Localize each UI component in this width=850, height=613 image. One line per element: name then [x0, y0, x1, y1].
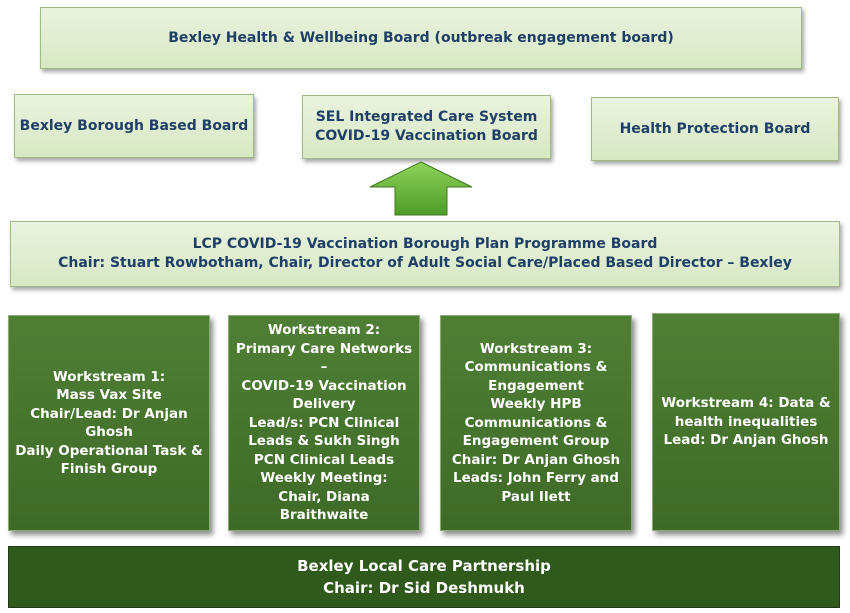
borough-based-board: Bexley Borough Based Board	[14, 94, 254, 158]
programme-board: LCP COVID-19 Vaccination Borough Plan Pr…	[10, 221, 840, 287]
workstream-line: COVID-19 Vaccination	[241, 377, 407, 394]
workstream-line: Lead: Dr Anjan Ghosh	[663, 432, 829, 449]
health-protection-board-title: Health Protection Board	[619, 120, 811, 137]
workstream-line: Communications &	[464, 414, 608, 431]
workstream-line: Daily Operational Task &	[15, 442, 203, 459]
workstream-line: Leads & Sukh Singh	[248, 433, 400, 450]
workstream-line: Engagement	[488, 377, 584, 394]
workstream-line: Delivery	[292, 396, 356, 413]
health-wellbeing-board-title: Bexley Health & Wellbeing Board (outbrea…	[168, 29, 674, 46]
workstream-line: Leads: John Ferry and	[453, 470, 619, 487]
local-care-partnership: Bexley Local Care Partnership Chair: Dr …	[8, 546, 840, 608]
workstream-line: Mass Vax Site	[56, 387, 162, 403]
workstream-line: Engagement Group	[462, 433, 610, 450]
workstream-3: Workstream 3: Communications & Engagemen…	[440, 315, 632, 531]
health-protection-board: Health Protection Board	[591, 97, 839, 161]
workstream-line: health inequalities	[674, 413, 818, 430]
workstream-line: Chair, Diana Braithwaite	[278, 488, 370, 524]
borough-based-board-title: Bexley Borough Based Board	[19, 117, 249, 134]
workstream-2: Workstream 2: Primary Care Networks – CO…	[228, 315, 420, 531]
workstream-line: Ghosh	[85, 424, 133, 440]
workstream-line: Paul Ilett	[501, 488, 571, 505]
local-care-partnership-chair: Chair: Dr Sid Deshmukh	[323, 579, 525, 597]
workstream-line: Weekly HPB	[490, 396, 582, 413]
workstream-line: Weekly Meeting:	[260, 470, 388, 487]
sel-board-line-1: SEL Integrated Care System	[315, 109, 538, 125]
sel-board-line-2: COVID-19 Vaccination Board	[315, 128, 538, 144]
programme-board-chair: Chair: Stuart Rowbotham, Chair, Director…	[58, 255, 792, 271]
workstream-1: Workstream 1: Mass Vax Site Chair/Lead: …	[8, 315, 210, 531]
sel-vaccination-board: SEL Integrated Care System COVID-19 Vacc…	[302, 95, 551, 159]
up-arrow-icon	[369, 161, 473, 216]
workstream-line: Workstream 2:	[267, 322, 381, 339]
programme-board-title: LCP COVID-19 Vaccination Borough Plan Pr…	[192, 236, 658, 252]
workstream-line: Finish Group	[60, 461, 158, 477]
workstream-line: PCN Clinical Leads	[253, 451, 395, 468]
workstream-line: Workstream 3:	[479, 340, 593, 357]
workstream-line: Primary Care Networks –	[235, 340, 413, 376]
health-wellbeing-board: Bexley Health & Wellbeing Board (outbrea…	[40, 7, 802, 69]
workstream-line: Chair: Dr Anjan Ghosh	[451, 451, 621, 468]
workstream-4: Workstream 4: Data & health inequalities…	[652, 313, 840, 531]
workstream-line: Workstream 1:	[52, 368, 166, 385]
local-care-partnership-title: Bexley Local Care Partnership	[297, 557, 551, 575]
workstream-line: Lead/s: PCN Clinical	[248, 414, 400, 431]
workstream-line: Chair/Lead: Dr Anjan	[30, 405, 188, 422]
workstream-line: Workstream 4: Data &	[661, 395, 831, 412]
workstream-line: Communications &	[464, 359, 608, 376]
